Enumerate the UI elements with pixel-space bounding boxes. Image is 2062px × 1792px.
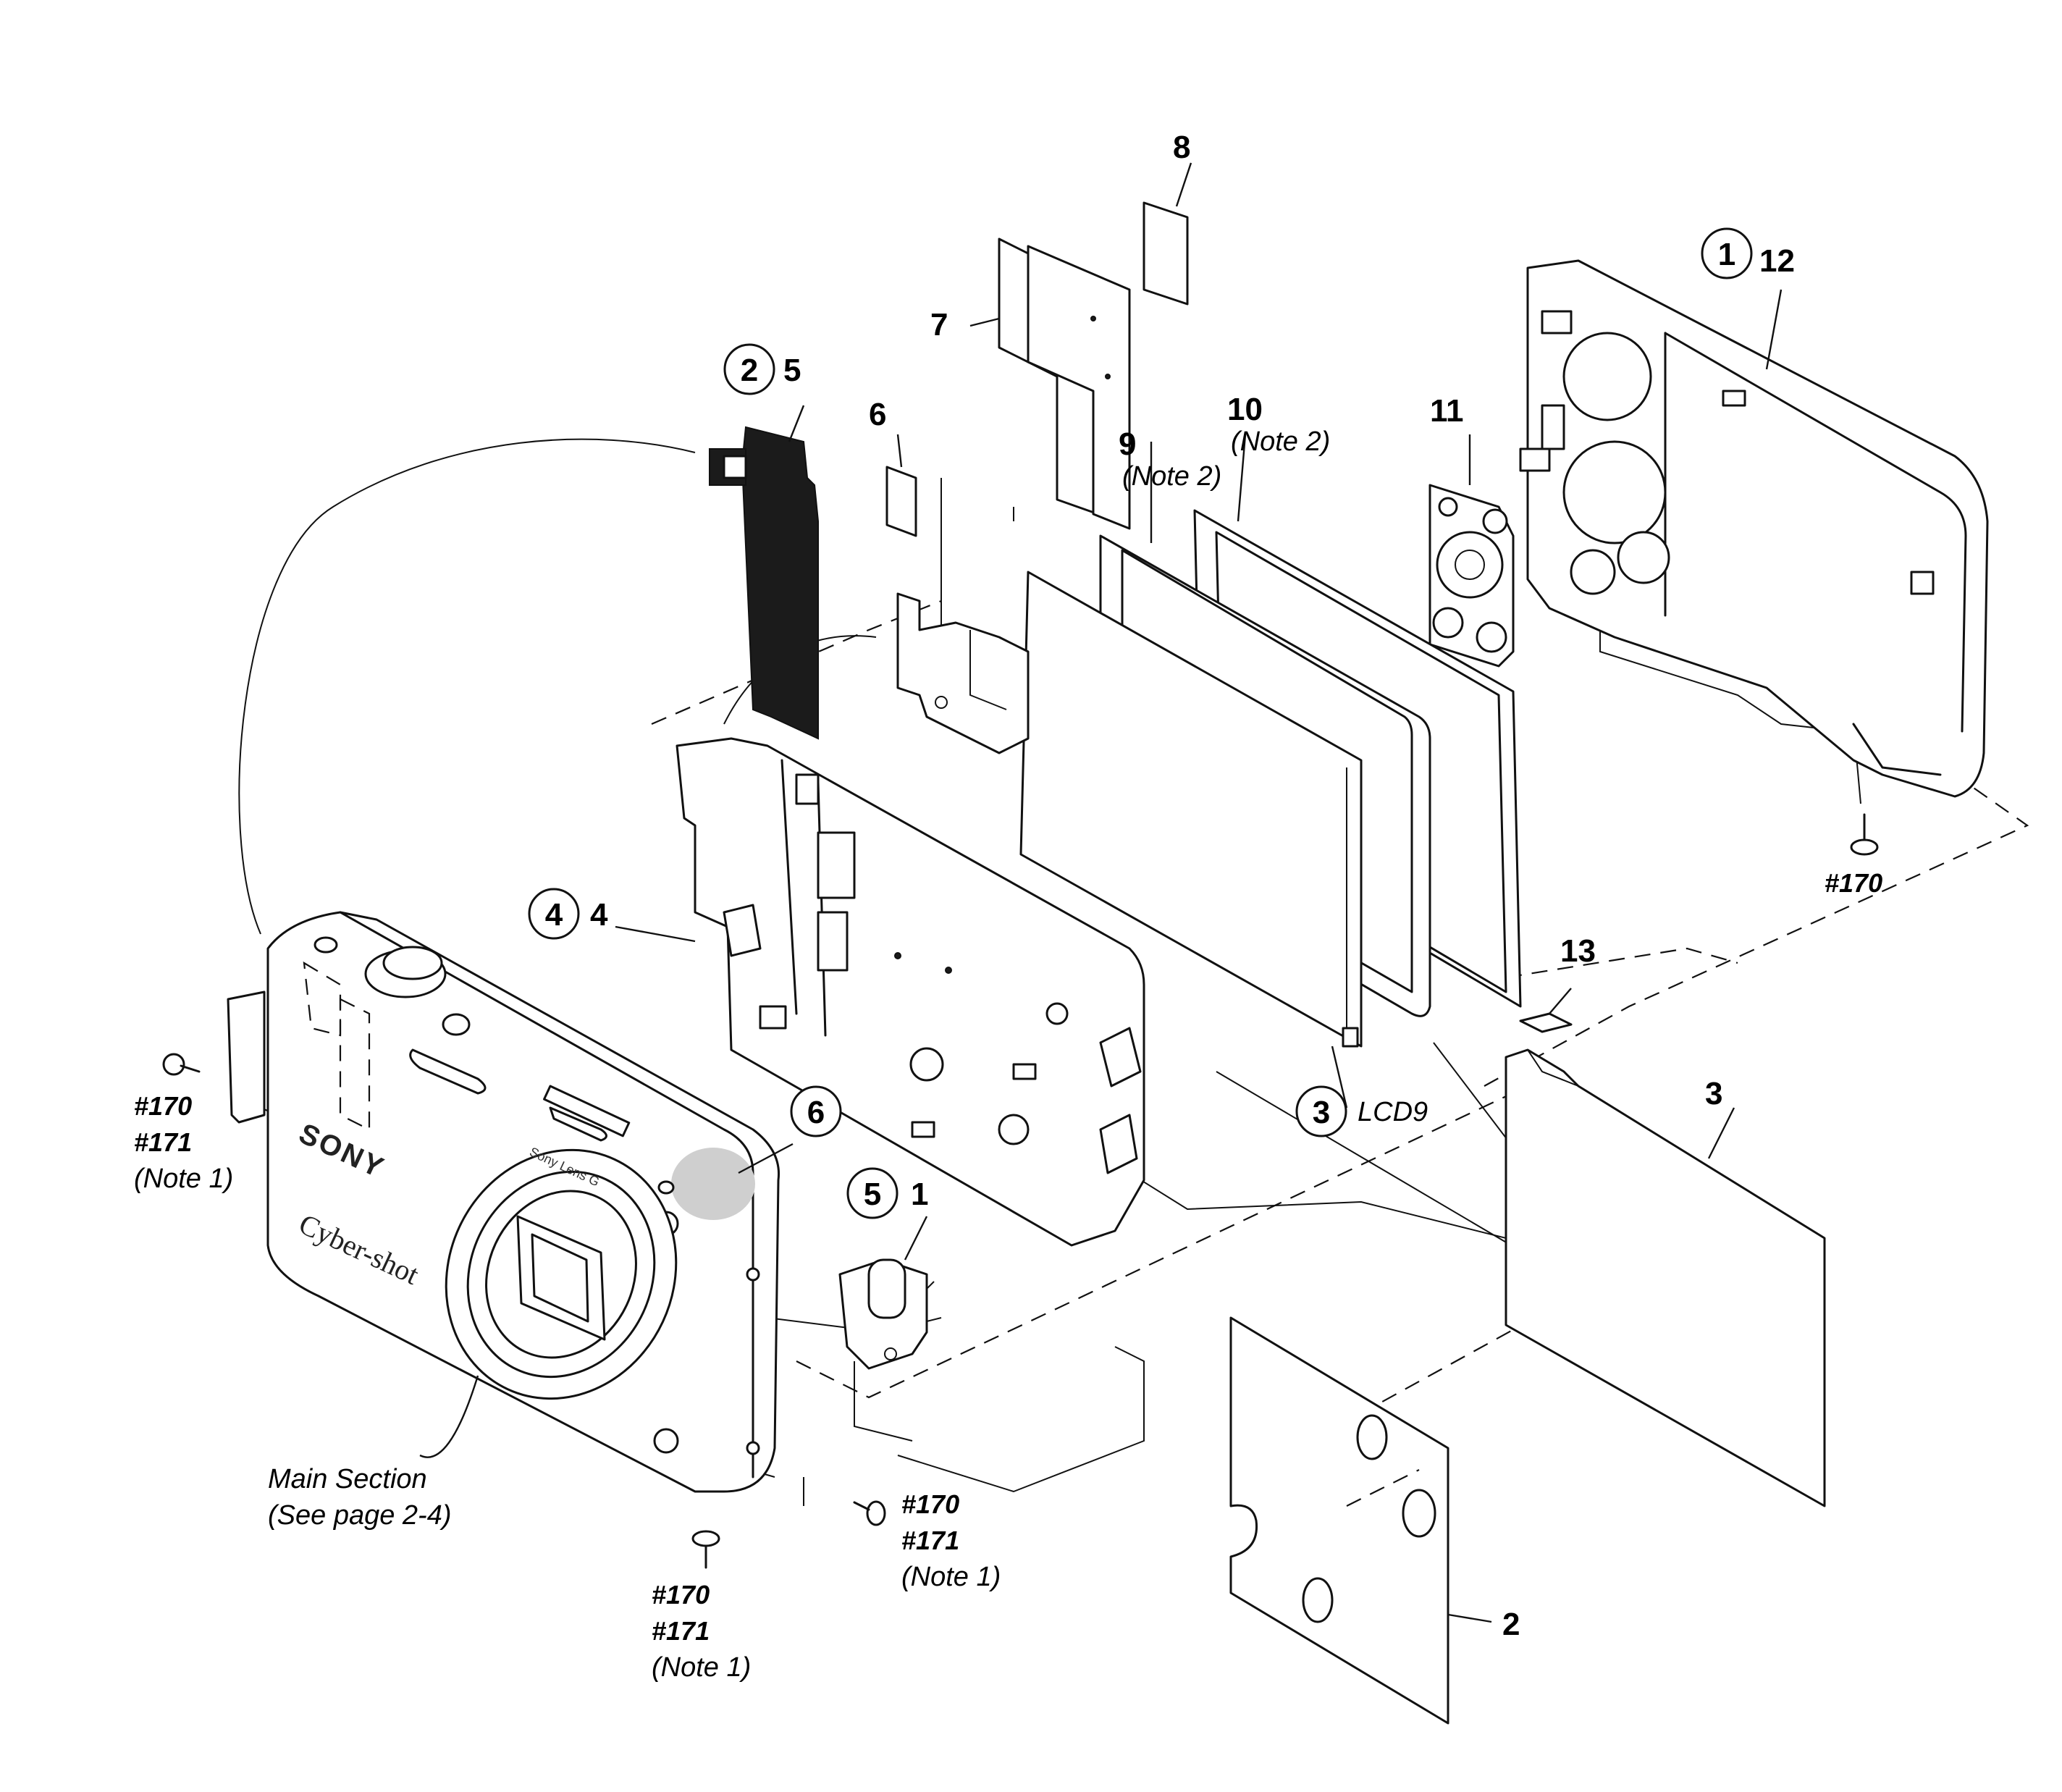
callout-3: 3 (1295, 1085, 1347, 1137)
svg-text:4: 4 (545, 897, 563, 933)
part-8-sheet (1142, 201, 1189, 306)
part-number-7: 7 (930, 307, 948, 342)
g-badge-icon (653, 1428, 679, 1454)
svg-text:5: 5 (864, 1177, 881, 1212)
highlight-area-6 (671, 1148, 755, 1220)
part-7-flexible-board (998, 237, 1131, 530)
part-number-6: 6 (869, 397, 886, 432)
lcd-panel (1019, 571, 1363, 1048)
screw-label-right-170: #170 (901, 1489, 959, 1519)
svg-text:3: 3 (1313, 1095, 1330, 1130)
screw-icon-right (853, 1500, 886, 1526)
part-number-labels: 8 7 6 5 10 9 11 12 4 1 13 3 2 (590, 130, 1795, 1642)
main-section-label: Main Section (268, 1464, 427, 1494)
screw-icon-rear (1850, 813, 1879, 856)
camera-lens (445, 1148, 678, 1400)
screw-icon-left (162, 1053, 201, 1076)
note-labels: (Note 2) (Note 2) LCD9 Main Section (See… (268, 426, 1428, 1531)
svg-text:6: 6 (807, 1095, 825, 1130)
part-11-switch-block (1428, 484, 1515, 668)
part-number-2: 2 (1502, 1607, 1520, 1642)
camera-body-main-section: SONY Cyber-shot Sony Lens G (227, 911, 780, 1493)
screw-label-left-note: (Note 1) (134, 1164, 233, 1194)
screw-label-left-170: #170 (134, 1091, 192, 1121)
leader-lines (419, 162, 1783, 1623)
part-number-8: 8 (1173, 130, 1190, 165)
note-2-label-9: (Note 2) (1122, 461, 1221, 492)
screw-label-bottom-note: (Note 1) (652, 1652, 751, 1683)
screw-label-left-171: #171 (134, 1127, 192, 1157)
part-3-sheet (1505, 1048, 1826, 1507)
part-1-connector (838, 1258, 928, 1370)
part-5-button-block (709, 426, 819, 740)
callout-1: 1 (1701, 227, 1753, 279)
screw-label-rear-170: #170 (1825, 868, 1882, 898)
part-6-tape (885, 466, 917, 537)
screw-label-bottom-170: #170 (652, 1580, 710, 1610)
lcd-bracket-connector (896, 592, 1030, 754)
screw-label-bottom-171: #171 (652, 1616, 710, 1646)
callout-2: 2 (723, 343, 775, 395)
part-12-rear-cabinet (1519, 259, 1989, 798)
svg-text:2: 2 (741, 353, 758, 388)
callout-6: 6 (790, 1085, 842, 1137)
part-number-12: 12 (1759, 243, 1795, 279)
part-13-sheet (1519, 1012, 1573, 1033)
part-number-4: 4 (590, 897, 608, 933)
screw-icon-bottom (691, 1530, 720, 1569)
screw-label-right-note: (Note 1) (901, 1562, 1001, 1592)
see-page-label: (See page 2-4) (268, 1500, 452, 1531)
lcd-label: LCD9 (1358, 1097, 1428, 1127)
part-4-chassis-frame (676, 737, 1145, 1247)
part-number-1: 1 (911, 1177, 928, 1212)
part-number-5: 5 (783, 353, 801, 388)
note-2-label-10: (Note 2) (1231, 426, 1330, 457)
callout-4: 4 (528, 888, 580, 940)
screw-labels: #170 #170 #171 (Note 1) #170 #171 (Note … (134, 868, 1882, 1683)
part-2-sheet (1229, 1316, 1449, 1725)
callout-5: 5 (846, 1167, 899, 1219)
svg-text:1: 1 (1718, 237, 1735, 272)
screw-label-right-171: #171 (901, 1526, 959, 1555)
part-number-11: 11 (1430, 393, 1464, 429)
part-number-3: 3 (1705, 1076, 1722, 1111)
part-number-10: 10 (1227, 392, 1263, 427)
part-number-13: 13 (1560, 933, 1596, 969)
part-number-9: 9 (1119, 426, 1136, 462)
